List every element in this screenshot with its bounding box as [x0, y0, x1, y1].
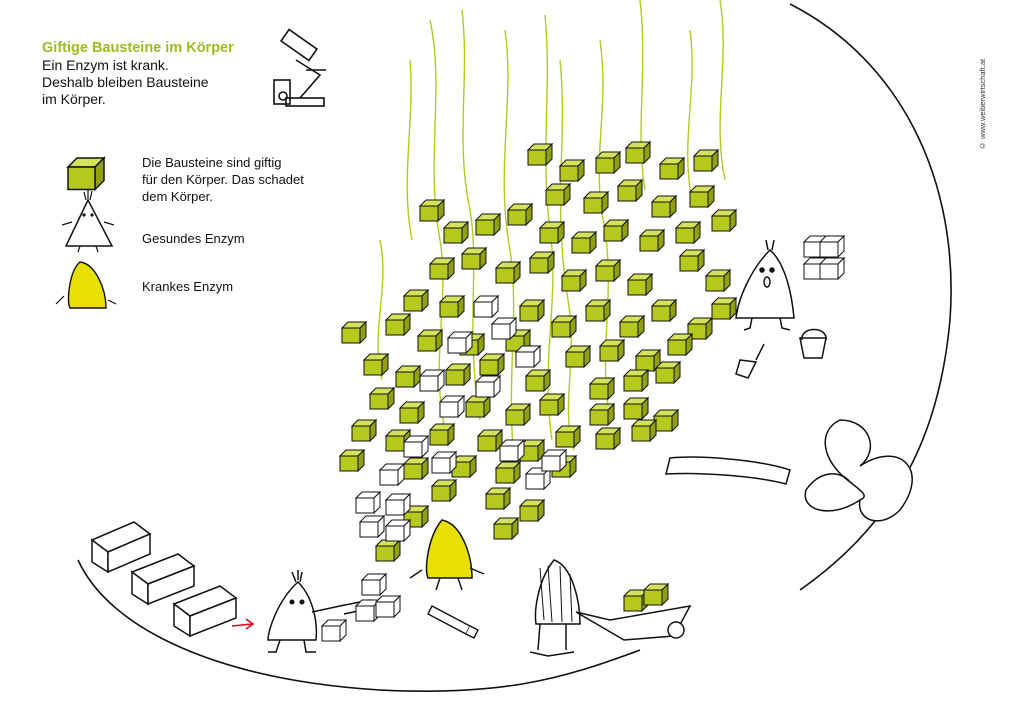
healthy-enzyme-right	[735, 239, 827, 379]
sick-enzyme-icon	[55, 261, 117, 309]
stacked-white-blocks	[803, 235, 845, 280]
toxic-block-icon	[67, 157, 105, 191]
microscope-icon	[273, 28, 326, 107]
long-blocks	[90, 521, 238, 638]
legend-sick-enzyme: Krankes Enzym	[142, 279, 234, 294]
wheelbarrow-blocks	[623, 583, 669, 612]
page-title: Giftige Bausteine im Körper	[42, 40, 234, 56]
title-block: Giftige Bausteine im Körper Ein Enzym is…	[42, 40, 272, 108]
enzyme-with-wheelbarrow	[529, 559, 692, 657]
body-outline-bottom	[77, 559, 641, 693]
legend-healthy-enzyme: Gesundes Enzym	[142, 231, 245, 246]
sick-enzyme-sitting	[409, 519, 485, 591]
saw-icon	[427, 605, 479, 639]
ribbon-shape	[665, 419, 913, 522]
red-arrow-icon	[231, 618, 255, 630]
copyright-notice: © www.weiberwirtschaft.at	[978, 58, 987, 150]
healthy-enzyme-icon	[61, 190, 115, 253]
legend-toxic-blocks: Die Bausteine sind giftig für den Körper…	[142, 155, 304, 204]
intro-text: Ein Enzym ist krank. Deshalb bleiben Bau…	[42, 57, 209, 107]
